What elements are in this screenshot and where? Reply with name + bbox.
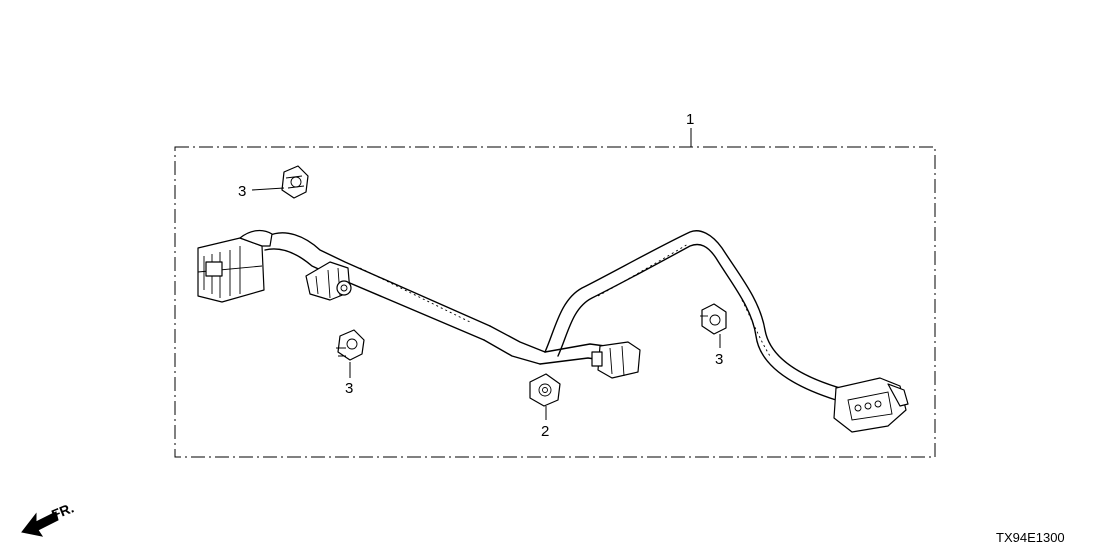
arrow-left-icon bbox=[21, 511, 59, 537]
kit-frame bbox=[174, 146, 936, 458]
clip-top-left: 3 bbox=[238, 165, 309, 200]
callout-3b-label: 3 bbox=[345, 380, 353, 397]
inline-connector bbox=[305, 261, 352, 301]
wire-harness bbox=[264, 230, 841, 401]
main-connector bbox=[197, 229, 273, 303]
small-connector bbox=[591, 341, 641, 379]
callout-1-label: 1 bbox=[686, 111, 694, 128]
callout-2-label: 2 bbox=[541, 423, 549, 440]
front-direction-arrow: FR. bbox=[21, 499, 76, 537]
callout-3c-label: 3 bbox=[715, 351, 723, 368]
clip-mid-left: 3 bbox=[336, 329, 365, 397]
front-label: FR. bbox=[49, 499, 76, 522]
clip-right: 3 bbox=[700, 303, 727, 368]
callout-3a-label: 3 bbox=[238, 183, 246, 200]
diagram-code: TX94E1300 bbox=[996, 530, 1065, 545]
clip-center: 2 bbox=[529, 373, 561, 440]
callout-1: 1 bbox=[686, 111, 694, 147]
end-connector bbox=[833, 377, 909, 433]
